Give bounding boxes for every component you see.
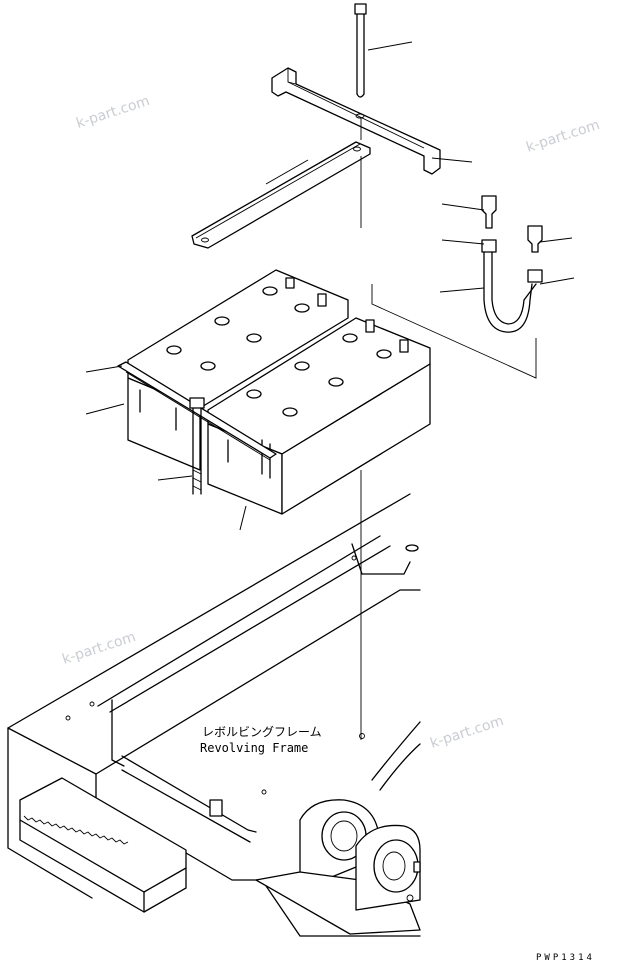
frame-label-japanese: レボルビングフレーム — [202, 725, 322, 739]
watermark: k-part.com — [524, 117, 601, 156]
battery-front — [207, 317, 431, 515]
terminal-caps — [481, 195, 543, 253]
watermark: k-part.com — [60, 629, 137, 668]
watermark: k-part.com — [74, 93, 151, 132]
frame-label-english: Revolving Frame — [200, 741, 308, 755]
hold-down-bolt — [354, 3, 367, 98]
battery-strap — [191, 141, 371, 249]
leader-lines — [85, 41, 575, 531]
front-step — [19, 777, 187, 913]
battery-cable — [481, 239, 543, 333]
drawing-code: PWP1314 — [536, 953, 595, 962]
revolving-frame — [7, 493, 421, 937]
cable-route-line — [371, 284, 537, 379]
battery-clamp-bracket — [271, 67, 441, 175]
watermark: k-part.com — [428, 713, 505, 752]
tray-bolt — [189, 397, 205, 495]
battery-tray — [117, 361, 277, 463]
boom-mount-bracket — [255, 721, 421, 935]
